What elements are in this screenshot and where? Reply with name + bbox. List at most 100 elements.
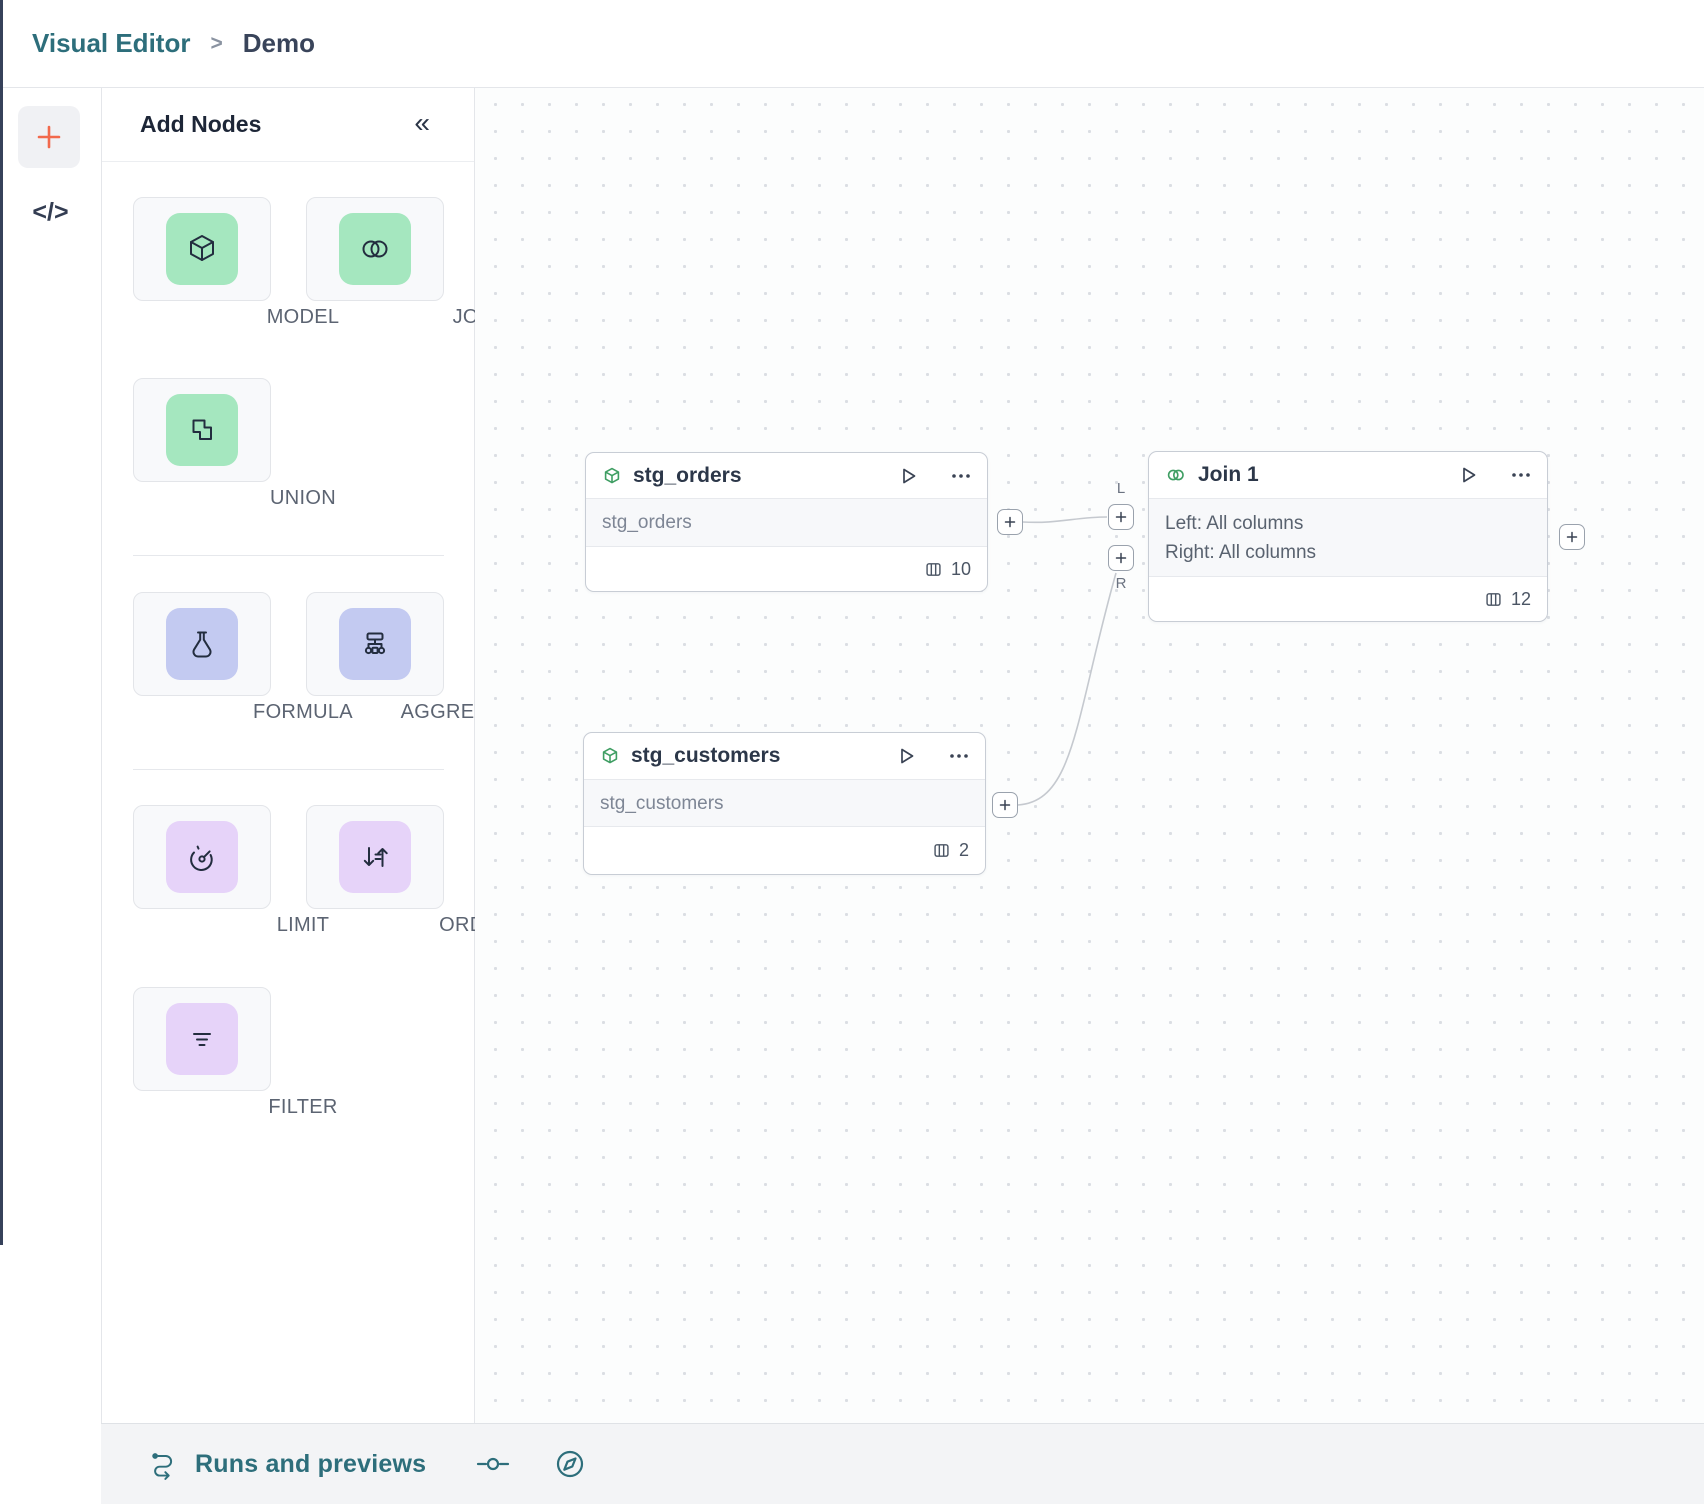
formula-tile xyxy=(166,608,238,680)
node-footer: 12 xyxy=(1149,577,1547,621)
node-footer: 2 xyxy=(584,827,985,874)
breadcrumb-current: Demo xyxy=(242,28,315,58)
port-join-output[interactable] xyxy=(1559,524,1585,550)
node-body: Left: All columns Right: All columns xyxy=(1149,498,1547,577)
node-title: stg_customers xyxy=(631,744,781,767)
plus-icon xyxy=(1115,511,1127,523)
runs-and-previews-label: Runs and previews xyxy=(195,1449,427,1478)
join-tile xyxy=(339,213,411,285)
palette-card-order[interactable] xyxy=(306,805,444,909)
add-node-rail-button[interactable] xyxy=(18,106,80,168)
palette-card-aggregation[interactable] xyxy=(306,592,444,696)
port-stg-orders-output[interactable] xyxy=(997,509,1023,535)
palette-label-formula: FORMULA xyxy=(253,701,353,723)
window-edge-line xyxy=(0,0,3,1245)
column-count: 2 xyxy=(958,840,969,860)
plus-icon xyxy=(37,125,61,149)
node-body: stg_customers xyxy=(584,779,985,827)
palette-card-model[interactable] xyxy=(133,197,271,301)
panel-header: Add Nodes « xyxy=(102,88,474,162)
palette-card-formula[interactable] xyxy=(133,592,271,696)
palette-label-model: MODEL xyxy=(266,306,340,328)
panel-title: Add Nodes xyxy=(140,111,262,137)
node-header: stg_orders xyxy=(586,453,987,498)
model-tile xyxy=(166,213,238,285)
join-right-summary: Right: All columns xyxy=(1165,541,1317,563)
palette-divider xyxy=(133,555,444,556)
node-join-1[interactable]: Join 1 Left: All columns Right: All colu… xyxy=(1148,451,1548,622)
palette-card-join[interactable] xyxy=(306,197,444,301)
flask-icon xyxy=(192,631,212,658)
node-footer: 10 xyxy=(586,547,987,591)
aggregation-tile xyxy=(339,608,411,680)
gauge-icon xyxy=(190,845,213,871)
join-left-summary: Left: All columns xyxy=(1165,512,1304,534)
add-nodes-panel: Add Nodes « MODEL JOIN xyxy=(101,88,551,1423)
column-count: 10 xyxy=(950,558,971,579)
run-node-button[interactable] xyxy=(898,747,916,765)
node-source-name: stg_orders xyxy=(602,512,692,533)
left-rail: </> xyxy=(0,88,101,1504)
palette-card-filter[interactable] xyxy=(133,987,271,1091)
port-join-left-input[interactable] xyxy=(1108,504,1134,530)
node-menu-button[interactable] xyxy=(951,473,971,479)
run-node-button[interactable] xyxy=(1460,466,1478,484)
runs-and-previews-button[interactable]: Runs and previews xyxy=(148,1447,426,1481)
join-right-port-label: R xyxy=(1115,575,1127,592)
run-node-button[interactable] xyxy=(900,467,918,485)
cube-icon xyxy=(190,235,214,261)
play-icon xyxy=(1463,467,1476,483)
limit-tile xyxy=(166,821,238,893)
column-count: 12 xyxy=(1510,588,1531,609)
node-header: stg_customers xyxy=(584,733,985,779)
play-icon xyxy=(903,468,916,483)
join-circles-icon xyxy=(1167,469,1184,481)
plus-icon xyxy=(1115,552,1127,564)
node-menu-button[interactable] xyxy=(1511,472,1531,478)
edge-customers-to-join-right xyxy=(1017,572,1117,806)
union-shapes-icon xyxy=(192,419,212,440)
commit-slider-button[interactable] xyxy=(476,1455,510,1473)
commit-icon xyxy=(477,1457,510,1471)
node-source-name: stg_customers xyxy=(600,792,724,814)
bottom-bar: Runs and previews xyxy=(101,1423,1704,1504)
ellipsis-icon xyxy=(950,754,968,758)
sort-arrows-icon xyxy=(363,847,388,867)
node-menu-button[interactable] xyxy=(949,753,969,759)
breadcrumb-separator: > xyxy=(210,31,223,55)
play-icon xyxy=(901,748,914,764)
plus-icon xyxy=(1004,516,1016,528)
node-stg-orders[interactable]: stg_orders stg_orders xyxy=(585,452,988,592)
order-tile xyxy=(339,821,411,893)
collapse-panel-icon[interactable]: « xyxy=(414,106,430,138)
palette-divider xyxy=(133,769,444,770)
pipeline-canvas[interactable]: stg_orders stg_orders xyxy=(475,88,1704,1423)
ellipsis-icon xyxy=(1512,473,1530,477)
node-body: stg_orders xyxy=(586,498,987,547)
edge-layer xyxy=(1017,516,1117,806)
palette-label-union: UNION xyxy=(270,487,336,509)
palette-label-limit: LIMIT xyxy=(276,914,330,936)
port-join-right-input[interactable] xyxy=(1108,545,1134,571)
columns-icon xyxy=(1486,592,1501,606)
node-header: Join 1 xyxy=(1149,452,1547,498)
port-stg-customers-output[interactable] xyxy=(992,792,1018,818)
code-view-button[interactable]: </> xyxy=(0,192,101,232)
code-icon: </> xyxy=(32,197,69,226)
palette-card-union[interactable] xyxy=(133,378,271,482)
palette-card-limit[interactable] xyxy=(133,805,271,909)
union-tile xyxy=(166,394,238,466)
edge-orders-to-join-left xyxy=(1022,516,1108,524)
model-cube-icon xyxy=(604,467,620,483)
breadcrumb-root-link[interactable]: Visual Editor xyxy=(32,28,191,58)
plus-icon xyxy=(999,799,1011,811)
top-header: Visual Editor > Demo xyxy=(0,0,1704,88)
filter-tile xyxy=(166,1003,238,1075)
runs-route-icon xyxy=(152,1453,173,1480)
compass-button[interactable] xyxy=(554,1448,586,1480)
node-title: Join 1 xyxy=(1198,463,1259,486)
node-stg-customers[interactable]: stg_customers stg_customers xyxy=(583,732,986,875)
columns-icon xyxy=(934,844,949,857)
palette-label-filter: FILTER xyxy=(268,1096,338,1118)
